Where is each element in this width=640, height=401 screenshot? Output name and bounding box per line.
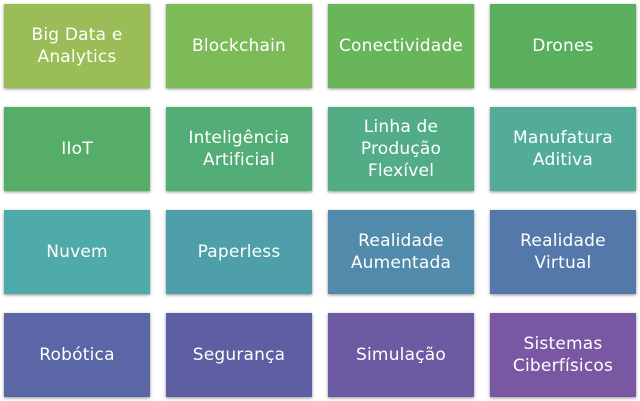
tile-drones: Drones bbox=[490, 4, 636, 88]
tile-simulacao: Simulação bbox=[328, 313, 474, 397]
tile-manufatura-aditiva: Manufatura Aditiva bbox=[490, 107, 636, 191]
tile-robotica: Robótica bbox=[4, 313, 150, 397]
tile-blockchain: Blockchain bbox=[166, 4, 312, 88]
tile-iiot: IIoT bbox=[4, 107, 150, 191]
tile-paperless: Paperless bbox=[166, 210, 312, 294]
tile-conectividade: Conectividade bbox=[328, 4, 474, 88]
tile-linha-de-producao-flexivel: Linha de Produção Flexível bbox=[328, 107, 474, 191]
tile-realidade-aumentada: Realidade Aumentada bbox=[328, 210, 474, 294]
tile-sistemas-ciberfisicos: Sistemas Ciberfísicos bbox=[490, 313, 636, 397]
tile-inteligencia-artificial: Inteligência Artificial bbox=[166, 107, 312, 191]
tile-big-data-analytics: Big Data e Analytics bbox=[4, 4, 150, 88]
tile-nuvem: Nuvem bbox=[4, 210, 150, 294]
tile-seguranca: Segurança bbox=[166, 313, 312, 397]
tile-realidade-virtual: Realidade Virtual bbox=[490, 210, 636, 294]
